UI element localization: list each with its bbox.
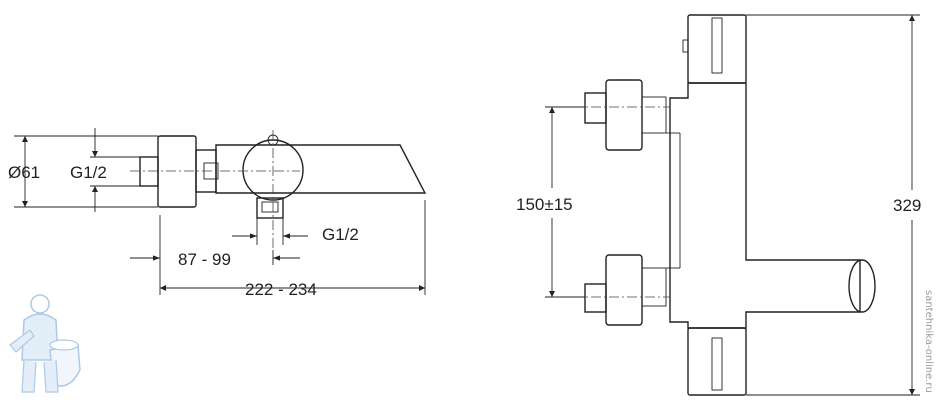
side-outlet-stub [256,197,284,219]
front-main-body [669,82,861,329]
side-dimensions [14,128,426,295]
front-spout-end [848,259,876,313]
front-bottom-knob [687,327,747,396]
front-upper-inlet-collar [641,96,667,134]
side-body [215,144,427,194]
plumber-logo [9,294,81,393]
front-lower-inlet-collar [641,267,667,307]
watermark-text: santehnika-online.ru [923,290,934,393]
front-view [555,14,876,396]
front-upper-inlet [605,79,643,151]
front-top-knob-notch [682,39,689,53]
center-distance-label: 150±15 [516,195,573,214]
height-label: 329 [893,196,921,215]
range-short-label: 87 - 99 [178,250,231,269]
thread-left-label: G1/2 [70,163,107,182]
front-bottom-knob-grip [711,337,723,391]
side-view [130,130,427,250]
side-inlet-nut [139,156,159,187]
side-head-cylinder [157,135,197,208]
front-top-knob-grip [711,17,723,74]
thread-bottom-label: G1/2 [322,225,359,244]
front-lower-inlet [605,254,643,326]
side-outlet-thread [261,201,279,213]
range-long-label: 222 - 234 [245,280,317,299]
front-dimensions [545,14,920,396]
diameter-label: Ø61 [8,163,40,182]
front-lower-inlet-stub [584,283,607,313]
front-upper-inlet-stub [584,92,607,124]
